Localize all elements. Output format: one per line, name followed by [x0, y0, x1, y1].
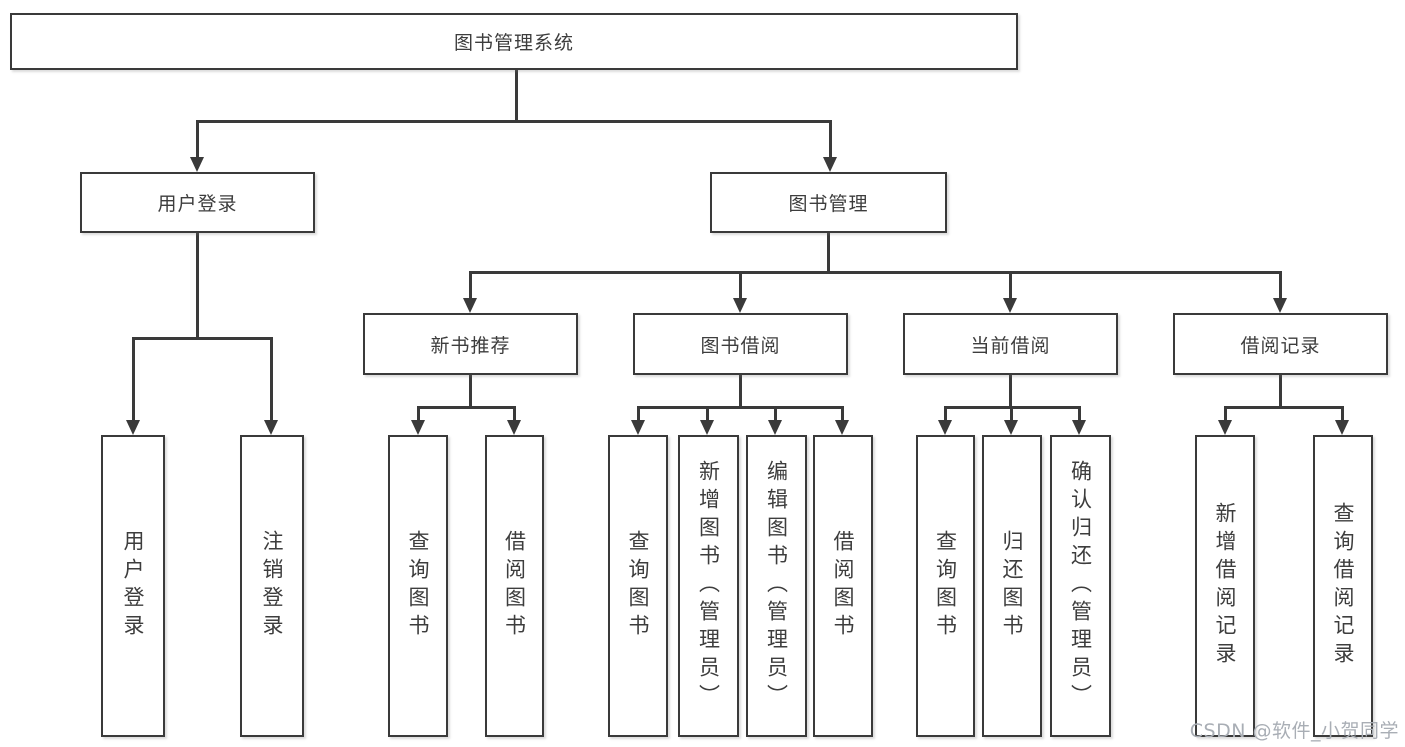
- node-book-borrow: 图书借阅: [633, 313, 848, 375]
- node-book-mgmt: 图书管理: [710, 172, 947, 233]
- connector-book-mgmt-stem: [827, 233, 830, 273]
- connector-book-borrow-drop-4: [841, 406, 844, 422]
- arrowhead-to-borrow-records: [1273, 298, 1287, 313]
- arrowhead-current-borrow-leaf-2: [1004, 420, 1018, 435]
- arrowhead-current-borrow-leaf-1: [938, 420, 952, 435]
- node-user-login: 用户登录: [80, 172, 315, 233]
- connector-user-login-drop-1: [132, 337, 135, 422]
- leaf-book-borrow-edit: 编辑图书（管理员）: [746, 435, 807, 737]
- arrowhead-to-new-books: [463, 298, 477, 313]
- connector-book-mgmt-drop-3: [1009, 271, 1012, 300]
- connector-new-books-bus: [417, 406, 516, 409]
- arrowhead-borrow-records-leaf-2: [1335, 420, 1349, 435]
- leaf-borrow-records-add: 新增借阅记录: [1195, 435, 1255, 737]
- leaf-logout-label: 注销登录: [260, 530, 284, 642]
- leaf-new-books-query: 查询图书: [388, 435, 448, 737]
- arrowhead-to-leaf-logout: [264, 420, 278, 435]
- connector-root-bus: [196, 120, 832, 123]
- connector-book-mgmt-drop-4: [1279, 271, 1282, 300]
- connector-book-mgmt-drop-2: [739, 271, 742, 300]
- arrowhead-current-borrow-leaf-3: [1072, 420, 1086, 435]
- node-user-login-label: 用户登录: [157, 193, 238, 215]
- connector-user-login-drop-2: [270, 337, 273, 422]
- connector-book-mgmt-drop-1: [469, 271, 472, 300]
- node-root-label: 图书管理系统: [453, 32, 574, 54]
- arrowhead-to-book-borrow: [733, 298, 747, 313]
- connector-book-borrow-drop-3: [774, 406, 777, 422]
- leaf-user-login: 用户登录: [101, 435, 165, 737]
- leaf-current-borrow-query: 查询图书: [916, 435, 975, 737]
- leaf-current-borrow-query-label: 查询图书: [933, 530, 958, 642]
- leaf-book-borrow-query-label: 查询图书: [626, 530, 650, 642]
- connector-borrow-records-bus: [1224, 406, 1344, 409]
- connector-root-drop-left: [196, 120, 199, 160]
- leaf-book-borrow-borrow-label: 借阅图书: [831, 530, 855, 642]
- arrowhead-to-user-login: [190, 157, 204, 172]
- connector-current-borrow-drop-3: [1078, 406, 1081, 422]
- node-borrow-records: 借阅记录: [1173, 313, 1388, 375]
- arrowhead-book-borrow-leaf-3: [768, 420, 782, 435]
- leaf-book-borrow-add-label: 新增图书（管理员）: [696, 460, 721, 712]
- leaf-user-login-label: 用户登录: [121, 530, 145, 642]
- connector-book-borrow-drop-2: [706, 406, 709, 422]
- leaf-current-borrow-return: 归还图书: [982, 435, 1042, 737]
- arrowhead-to-leaf-login: [126, 420, 140, 435]
- leaf-book-borrow-edit-label: 编辑图书（管理员）: [764, 460, 789, 712]
- connector-book-borrow-drop-1: [637, 406, 640, 422]
- connector-user-login-stem: [196, 233, 199, 339]
- connector-current-borrow-drop-1: [944, 406, 947, 422]
- leaf-book-borrow-add: 新增图书（管理员）: [678, 435, 739, 737]
- connector-book-borrow-bus: [637, 406, 844, 409]
- node-book-borrow-label: 图书借阅: [700, 334, 781, 357]
- node-borrow-records-label: 借阅记录: [1240, 334, 1321, 357]
- leaf-new-books-borrow-label: 借阅图书: [502, 530, 527, 642]
- leaf-book-borrow-query: 查询图书: [608, 435, 668, 737]
- arrowhead-new-books-leaf-1: [411, 420, 425, 435]
- leaf-new-books-borrow: 借阅图书: [485, 435, 544, 737]
- arrowhead-book-borrow-leaf-1: [631, 420, 645, 435]
- leaf-logout: 注销登录: [240, 435, 304, 737]
- connector-current-borrow-drop-2: [1010, 406, 1013, 422]
- connector-book-mgmt-bus: [469, 271, 1282, 274]
- node-current-borrow-label: 当前借阅: [970, 334, 1051, 357]
- arrowhead-borrow-records-leaf-1: [1218, 420, 1232, 435]
- node-book-mgmt-label: 图书管理: [788, 193, 869, 215]
- node-new-books: 新书推荐: [363, 313, 578, 375]
- leaf-current-borrow-confirm: 确认归还（管理员）: [1050, 435, 1111, 737]
- connector-user-login-bus: [132, 337, 273, 340]
- leaf-borrow-records-add-label: 新增借阅记录: [1213, 502, 1237, 670]
- connector-borrow-records-drop-2: [1341, 406, 1344, 422]
- arrowhead-book-borrow-leaf-2: [700, 420, 714, 435]
- node-current-borrow: 当前借阅: [903, 313, 1118, 375]
- connector-borrow-records-stem: [1279, 375, 1282, 408]
- connector-new-books-drop-1: [417, 406, 420, 422]
- arrowhead-to-current-borrow: [1003, 298, 1017, 313]
- connector-borrow-records-drop-1: [1224, 406, 1227, 422]
- node-new-books-label: 新书推荐: [430, 334, 511, 357]
- connector-new-books-stem: [469, 375, 472, 408]
- connector-current-borrow-stem: [1009, 375, 1012, 408]
- leaf-borrow-records-query: 查询借阅记录: [1313, 435, 1373, 737]
- connector-root-stem: [515, 70, 518, 122]
- arrowhead-new-books-leaf-2: [507, 420, 521, 435]
- node-root-system: 图书管理系统: [10, 13, 1018, 70]
- watermark: CSDN @软件_小贺同学: [1189, 720, 1399, 742]
- connector-new-books-drop-2: [513, 406, 516, 422]
- arrowhead-to-book-mgmt: [823, 157, 837, 172]
- leaf-current-borrow-confirm-label: 确认归还（管理员）: [1068, 460, 1093, 712]
- leaf-current-borrow-return-label: 归还图书: [1000, 530, 1024, 642]
- leaf-new-books-query-label: 查询图书: [406, 530, 430, 642]
- leaf-book-borrow-borrow: 借阅图书: [813, 435, 873, 737]
- arrowhead-book-borrow-leaf-4: [835, 420, 849, 435]
- connector-book-borrow-stem: [739, 375, 742, 408]
- connector-root-drop-right: [829, 120, 832, 160]
- leaf-borrow-records-query-label: 查询借阅记录: [1331, 502, 1355, 670]
